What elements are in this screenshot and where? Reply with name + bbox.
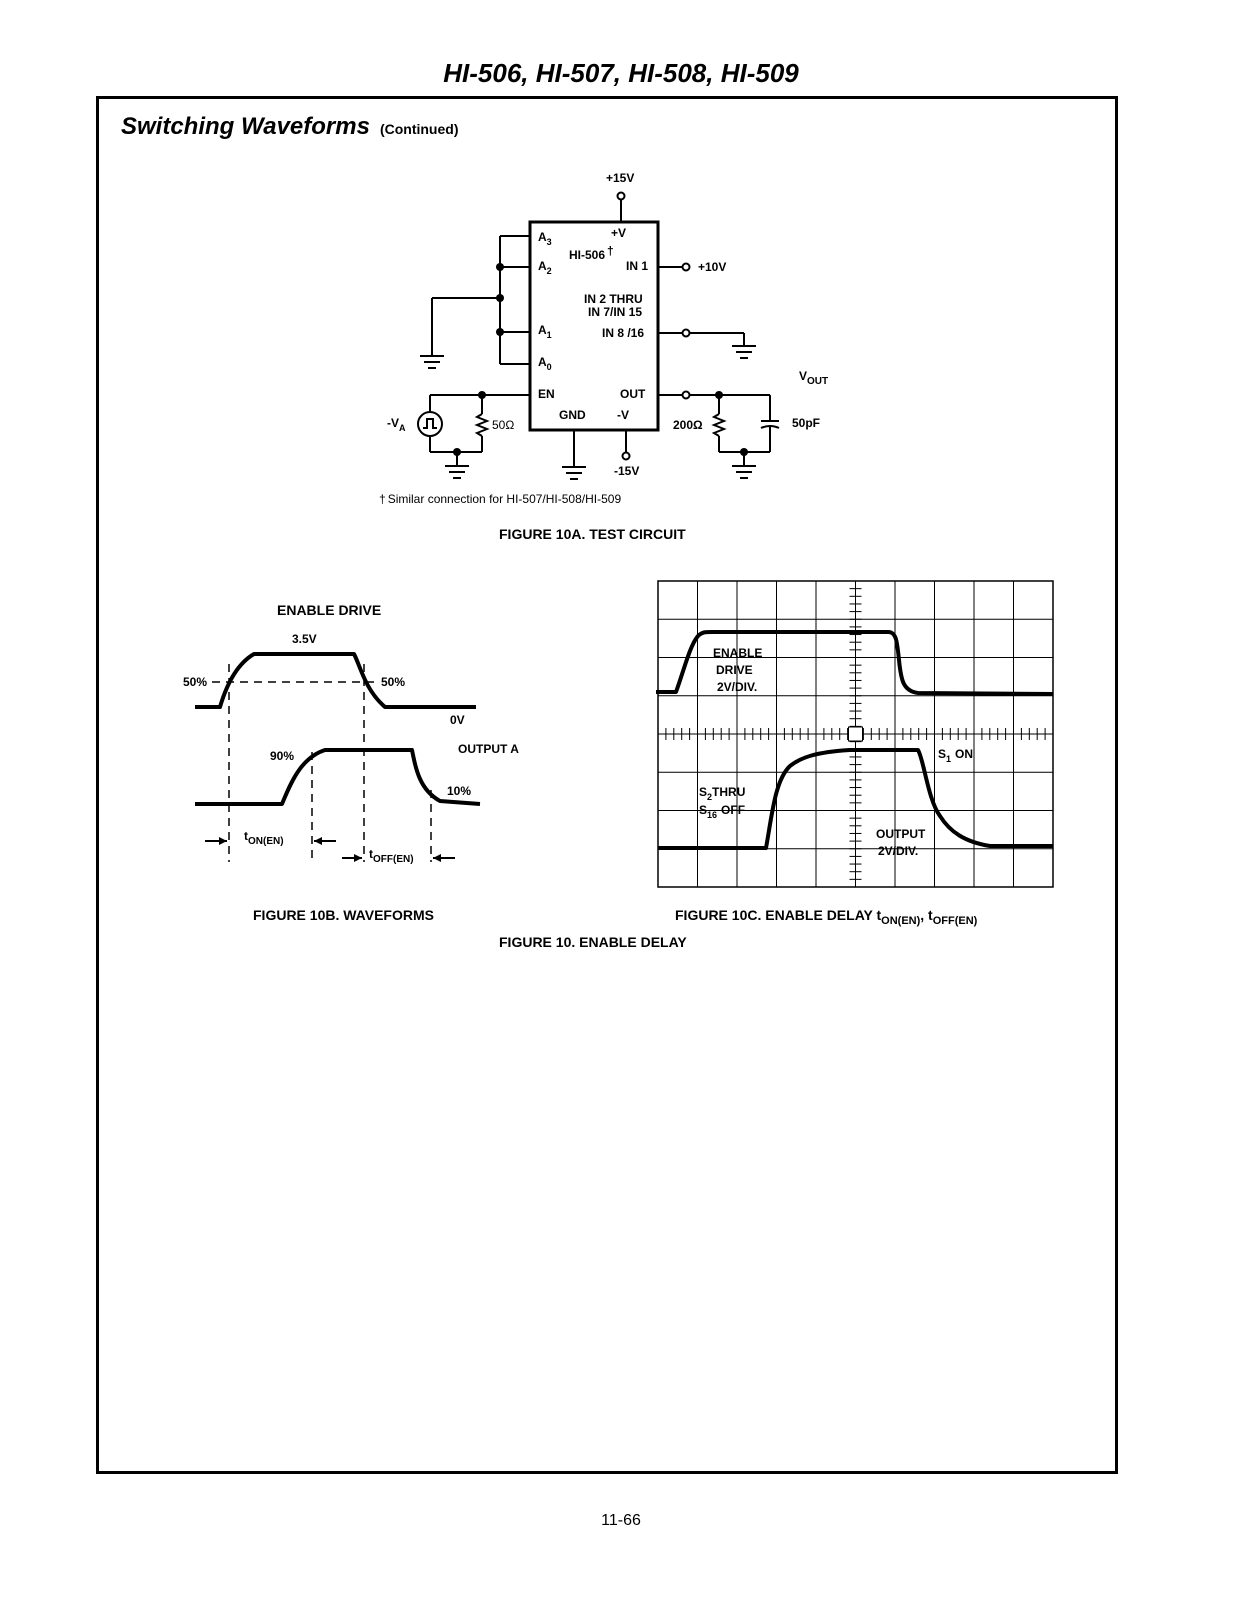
chip-body [528,220,660,432]
section-title: Switching Waveforms (Continued) [121,113,458,141]
section-title-text: Switching Waveforms [121,113,370,140]
test-circuit: +15V A3 A2 A1 A0 EN +V HI-506† IN 1 IN 2… [379,171,828,542]
vout-label: VOUT [799,369,828,387]
scope-caption: FIGURE 10C. ENABLE DELAY tON(EN), tOFF(E… [675,907,978,927]
r-load-label: 200Ω [673,418,703,432]
pin-in1-label: IN 1 [626,259,648,273]
t-off-label: tOFF(EN) [369,847,414,865]
resistor-50-icon [474,413,490,437]
t-on-label: tON(EN) [244,829,284,847]
pin-a2-label: A2 [538,259,552,276]
footnote: †Similar connection for HI-507/HI-508/HI… [379,492,621,506]
grid-center-marker [848,726,863,742]
pct-50-right-label: 50% [381,675,405,689]
supply-neg-terminal [621,451,631,461]
section-subtitle: (Continued) [379,121,459,137]
pin-a3-label: A3 [538,230,552,247]
pin-in8-label: IN 8 /16 [602,326,644,340]
pin-out-label: OUT [620,387,646,401]
output-load [658,390,780,479]
page-header: HI-506, HI-507, HI-508, HI-509 [443,58,799,88]
pulse-source-icon [417,411,443,437]
pin-a1-label: A1 [538,323,552,340]
page-number: 11-66 [601,1512,641,1529]
r-source-label: 50Ω [492,418,514,432]
waveform-diagram: ENABLE DRIVE 3.5V 50% 50% 0V OUTPUT A 90… [183,602,519,923]
timing-markers [228,664,432,862]
scope-s2-label: S2THRU [699,785,745,802]
output-trace [195,748,481,806]
scope-enable-label-2: DRIVE [716,663,753,677]
content-frame [96,96,1118,1474]
level-zero-label: 0V [450,713,465,727]
scope-output-label-2: 2V/DIV. [878,844,918,858]
scope-enable-trace [656,630,1054,696]
scope-grid [657,580,1054,888]
supply-pos-label: +15V [606,171,634,185]
pin-gnd-label: GND [559,408,586,422]
scope-enable-label-1: ENABLE [713,646,762,660]
source-label: -VA [387,416,406,433]
in1-voltage-label: +10V [698,260,726,274]
enable-drive-trace [195,652,476,709]
pin-neg-v-label: -V [617,408,629,422]
t-off-arrows [342,854,455,862]
enable-drive-title: ENABLE DRIVE [277,602,381,618]
t-on-arrows [205,837,336,845]
resistor-200-icon [711,413,727,437]
c-load-label: 50pF [792,416,820,430]
figure-caption: FIGURE 10. ENABLE DELAY [499,934,687,950]
supply-neg-label: -15V [614,464,639,478]
pin-en-label: EN [538,387,555,401]
in1-terminal [681,262,691,272]
chip-ground [562,430,586,480]
chip-name: HI-506† [569,244,614,262]
pct-10-label: 10% [447,784,471,798]
pin-in2-label-2: IN 7/IN 15 [588,305,642,319]
enable-source [417,391,530,479]
pct-90-label: 90% [270,749,294,763]
in8-ground [658,328,756,359]
pin-a0-label: A0 [538,355,552,372]
pin-in2-label-1: IN 2 THRU [584,292,643,306]
scope-output-trace [658,748,1053,850]
test-circuit-caption: FIGURE 10A. TEST CIRCUIT [499,526,686,542]
level-high-label: 3.5V [292,632,317,646]
scope-output-label-1: OUTPUT [876,827,926,841]
pin-plus-v-label: +V [611,226,626,240]
address-wiring [420,235,530,369]
supply-pos-terminal [616,191,626,201]
output-a-title: OUTPUT A [458,742,519,756]
scope-enable-label-3: 2V/DIV. [717,680,757,694]
pct-50-left-label: 50% [183,675,207,689]
waveforms-caption: FIGURE 10B. WAVEFORMS [253,907,434,923]
